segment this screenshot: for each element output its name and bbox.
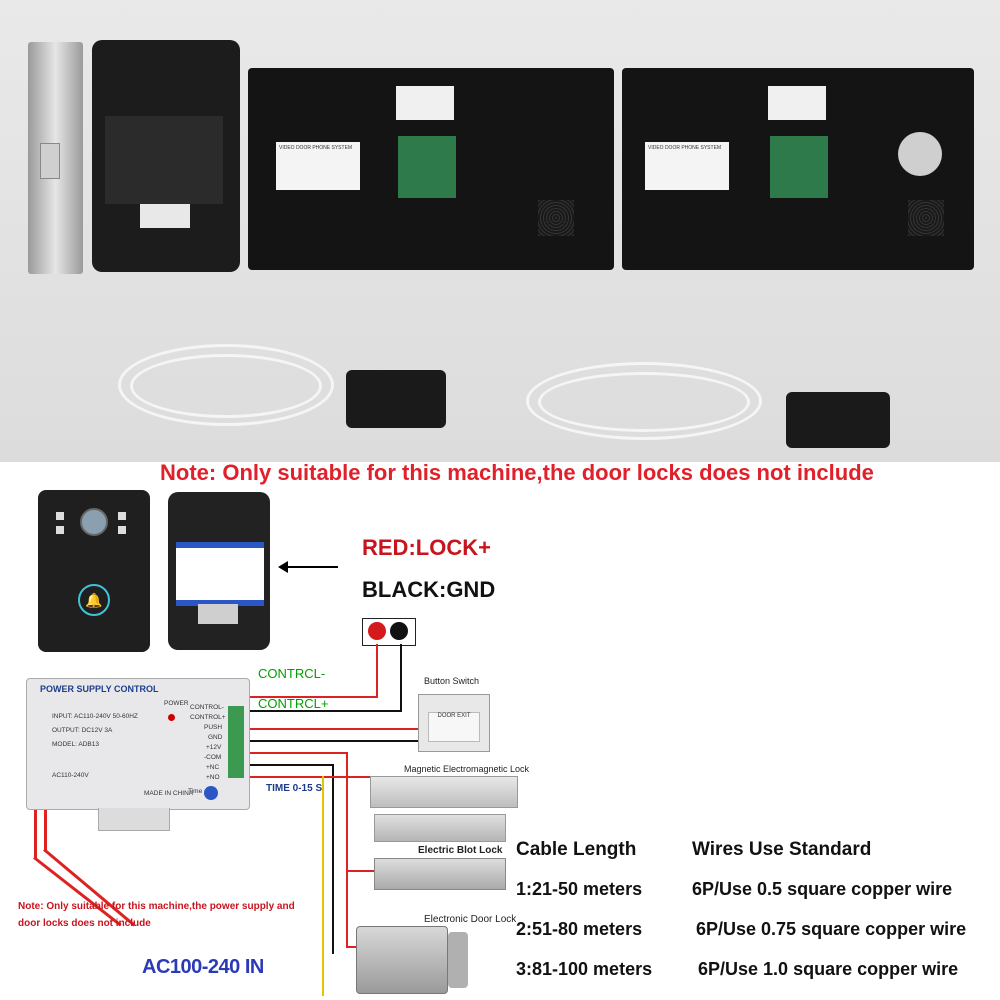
wire-12v — [244, 752, 348, 754]
black-wire-label: BLACK:GND — [362, 577, 496, 602]
monitor-1-sticker — [396, 86, 454, 120]
psu-output: OUTPUT: DC12V 3A — [52, 727, 113, 734]
wire-door-lock-feed — [346, 946, 358, 948]
doorbell-back-label — [176, 542, 264, 606]
terminal-black — [390, 622, 408, 640]
wire-gnd-horizontal — [244, 710, 402, 712]
time-range-label: TIME 0-15 S — [266, 783, 323, 794]
wire-12v-down — [346, 752, 348, 948]
door-lock-label: Electronic Door Lock — [424, 914, 517, 925]
wire-ac-red-2 — [44, 800, 47, 850]
wire-ac-red-1 — [34, 800, 37, 858]
wires-standard-header: Wires Use Standard — [692, 839, 872, 860]
psu-model: MODEL: ADB13 — [52, 741, 99, 748]
outdoor-camera-connector — [140, 204, 190, 228]
cable-coil-2 — [526, 362, 762, 440]
contrcl-minus-label: CONTRCL- — [258, 666, 326, 681]
monitor-2-round-badge — [898, 132, 942, 176]
magnetic-lock — [370, 776, 518, 808]
table-row-1-length: 1:21-50 meters — [516, 879, 643, 899]
table-row-1-wire: 6P/Use 0.5 square copper wire — [692, 879, 953, 899]
psu-mount-tab — [98, 808, 170, 831]
monitor-1-label-text: VIDEO DOOR PHONE SYSTEM — [279, 145, 353, 151]
psu-ac: AC110-240V — [52, 772, 89, 779]
ac-input-label: AC100-240 IN — [142, 956, 264, 978]
wire-mag-lock — [244, 776, 372, 778]
table-row-3-wire: 6P/Use 1.0 square copper wire — [698, 959, 959, 979]
terminal-strip — [228, 706, 244, 778]
cable-coil-1 — [118, 344, 334, 426]
ir-led-3 — [118, 512, 126, 520]
power-supply-note: Note: Only suitable for this machine,the… — [18, 901, 295, 929]
cable-length-header: Cable Length — [516, 839, 637, 860]
electric-blot-lock — [374, 858, 506, 890]
ir-led-4 — [118, 526, 126, 534]
psu-terminal-3: GND — [208, 734, 223, 741]
wire-gnd-vertical — [400, 644, 402, 710]
contrcl-plus-label: CONTRCL+ — [258, 696, 329, 711]
wire-lock-vertical — [376, 644, 378, 696]
psu-title: POWER SUPPLY CONTROL — [40, 684, 159, 694]
doorbell-back-connector — [198, 604, 238, 624]
cable-coil-1-inner — [130, 354, 322, 418]
strike-lock-bolt — [40, 143, 60, 179]
wire-com-down — [332, 764, 334, 954]
red-wire-label: RED:LOCK+ — [362, 535, 491, 560]
monitor-1-label: VIDEO DOOR PHONE SYSTEM — [276, 142, 360, 190]
wire-yellow — [322, 776, 324, 996]
wire-push-gnd — [244, 740, 418, 742]
monitor-2-sticker — [768, 86, 826, 120]
exit-button-face: DOOR EXIT — [428, 712, 480, 742]
psu-terminal-7: +NO — [206, 774, 220, 781]
psu-terminal-4: +12V — [206, 744, 222, 751]
power-adapter-2 — [786, 392, 890, 448]
psu-made: MADE IN CHINA — [144, 790, 194, 797]
psu-terminal-6: +NC — [206, 764, 220, 771]
psu-terminal-2: PUSH — [204, 724, 223, 731]
time-knob-icon[interactable] — [204, 786, 218, 800]
psu-power-label: POWER — [164, 700, 189, 707]
arrow-left-icon — [278, 561, 288, 573]
ir-led-2 — [56, 526, 64, 534]
blot-lock-label: Electric Blot Lock — [418, 845, 503, 856]
camera-lens — [80, 508, 108, 536]
monitor-2-label: VIDEO DOOR PHONE SYSTEM — [645, 142, 729, 190]
monitor-2-circuit-board — [770, 136, 828, 198]
cable-coil-2-inner — [538, 372, 750, 432]
wire-lock-horizontal — [244, 696, 378, 698]
monitor-2-label-text: VIDEO DOOR PHONE SYSTEM — [648, 145, 722, 151]
wire-com — [244, 764, 334, 766]
monitor-1-circuit-board — [398, 136, 456, 198]
arrow-line — [284, 566, 338, 568]
outdoor-camera-panel — [105, 116, 223, 204]
ir-led-1 — [56, 512, 64, 520]
magnetic-lock-armature — [374, 814, 506, 842]
psu-terminal-0: CONTROL- — [190, 704, 224, 711]
button-switch-label: Button Switch — [424, 676, 480, 686]
terminal-red — [368, 622, 386, 640]
exit-button-text: DOOR EXIT — [437, 713, 471, 719]
monitor-1-speaker-grille — [538, 200, 574, 236]
magnetic-lock-label: Magnetic Electromagnetic Lock — [404, 764, 530, 774]
table-row-2-length: 2:51-80 meters — [516, 919, 643, 939]
psu-terminal-5: -COM — [204, 754, 222, 761]
table-row-3-length: 3:81-100 meters — [516, 959, 653, 979]
power-adapter-1 — [346, 370, 446, 428]
electronic-door-lock — [356, 926, 448, 994]
monitor-2-speaker-grille — [908, 200, 944, 236]
wire-push — [244, 728, 418, 730]
power-led — [168, 714, 175, 721]
psu-input: INPUT: AC110-240V 50-60HZ — [52, 713, 138, 720]
psu-time-label: Time — [188, 788, 203, 795]
wire-blot-lock — [346, 870, 374, 872]
top-warning-note: Note: Only suitable for this machine,the… — [160, 460, 874, 485]
door-lock-keeper — [448, 932, 468, 988]
table-row-2-wire: 6P/Use 0.75 square copper wire — [696, 919, 967, 939]
psu-terminal-1: CONTROL+ — [190, 714, 226, 721]
bell-icon: 🔔 — [78, 584, 110, 616]
